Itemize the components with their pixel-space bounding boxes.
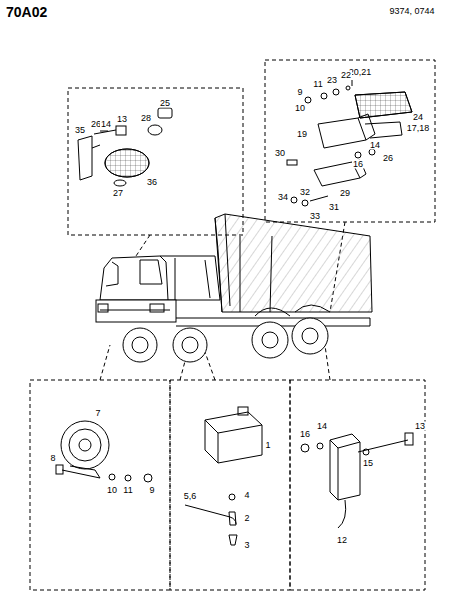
drawing-number: 9374, 0744	[388, 7, 435, 16]
callout-number: 11	[312, 80, 323, 89]
callout-number: 16	[299, 430, 311, 439]
callout-number: 7	[94, 409, 101, 418]
callout-number: 29	[339, 189, 351, 198]
callout-number: 14	[100, 120, 112, 129]
callout-number: 17,18	[406, 124, 431, 133]
callout-number: 25	[159, 99, 171, 108]
callout-number: 15	[362, 459, 374, 468]
callout-number: 9	[296, 88, 303, 97]
callout-number: 10	[294, 104, 306, 113]
callout-number: 35	[74, 126, 86, 135]
callout-number: 3	[243, 541, 250, 550]
callout-number: 9	[148, 486, 155, 495]
callout-number: 22	[340, 71, 352, 80]
callout-number: 28	[140, 114, 152, 123]
callout-number: 34	[277, 193, 289, 202]
callout-number: 11	[122, 486, 133, 495]
callout-number: 36	[146, 178, 158, 187]
callout-number: 4	[243, 491, 250, 500]
callout-number: 2	[243, 514, 250, 523]
callout-number: 14	[369, 141, 381, 150]
callout-number: 30	[274, 149, 286, 158]
callout-number: 13	[414, 422, 426, 431]
callout-number: 16	[352, 160, 364, 169]
callout-number: 1	[264, 441, 271, 450]
callout-number: 19	[296, 130, 308, 139]
callout-number: 12	[336, 536, 348, 545]
page-title: 70A02	[6, 4, 47, 20]
callout-number: 27	[112, 189, 124, 198]
callout-number: 32	[299, 188, 311, 197]
callout-number: 5,6	[183, 492, 198, 501]
callout-number: 26	[382, 154, 394, 163]
callout-number: 10	[106, 486, 118, 495]
callout-number: 33	[309, 212, 321, 221]
callout-number: 8	[49, 454, 56, 463]
callout-number: 14	[316, 422, 328, 431]
callout-number: 23	[326, 76, 338, 85]
callout-number: 13	[116, 115, 128, 124]
callout-number: 31	[328, 203, 340, 212]
callout-number: 24	[412, 113, 424, 122]
